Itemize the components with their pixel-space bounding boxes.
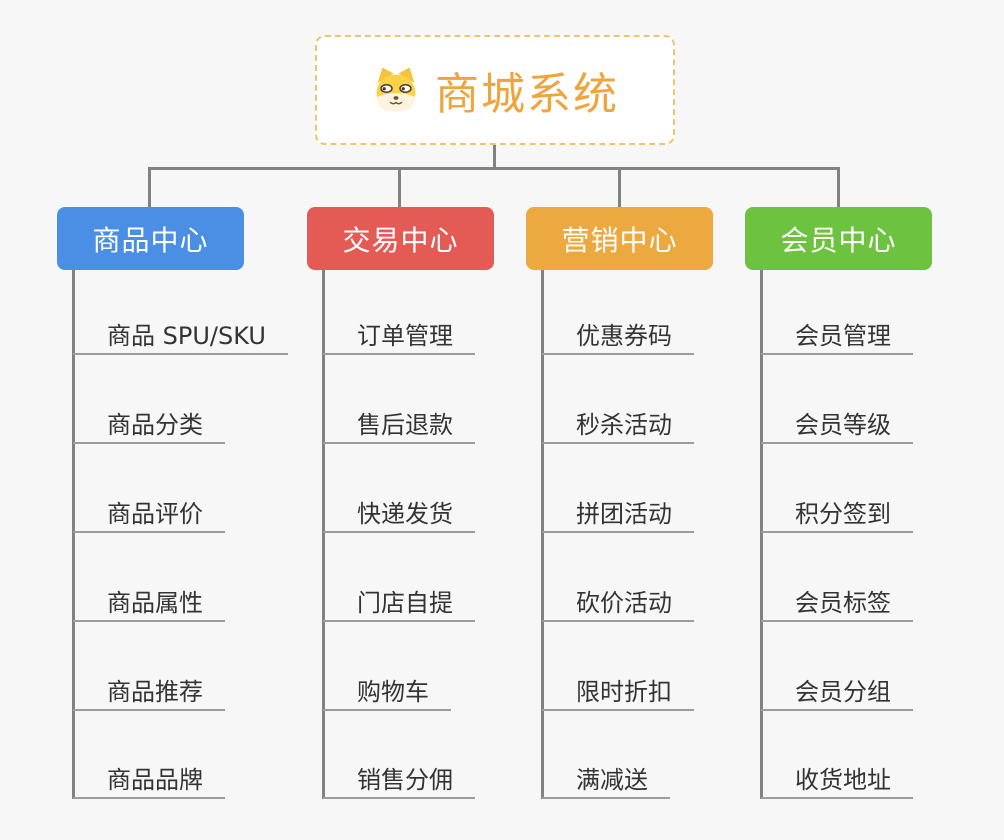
branch-vertical-line: [760, 270, 763, 799]
branch-item[interactable]: 销售分佣: [323, 763, 475, 799]
branch-children-marketing-center: 优惠券码 秒杀活动 拼团活动 砍价活动 限时折扣 满减送: [541, 270, 792, 810]
branch-drop-connector: [618, 167, 621, 207]
root-title: 商城系统: [435, 69, 619, 120]
branch-children-product-center: 商品 SPU/SKU 商品分类 商品评价 商品属性 商品推荐 商品品牌: [72, 270, 323, 810]
dog-face-icon: [371, 65, 421, 115]
branch-item[interactable]: 优惠券码: [542, 319, 694, 355]
root-stem-connector: [493, 145, 496, 170]
branch-node-label: 商品中心: [92, 223, 209, 257]
branch-item[interactable]: 售后退款: [323, 408, 475, 444]
branch-vertical-line: [322, 270, 325, 799]
branch-children-member-center: 会员管理 会员等级 积分签到 会员标签 会员分组 收货地址: [760, 270, 1004, 810]
branch-item[interactable]: 拼团活动: [542, 497, 694, 533]
branch-drop-connector: [398, 167, 401, 207]
branch-node-member-center[interactable]: 会员中心: [745, 207, 932, 270]
branch-item[interactable]: 砍价活动: [542, 586, 694, 622]
branch-item[interactable]: 秒杀活动: [542, 408, 694, 444]
branch-horizontal-connector: [148, 167, 840, 170]
branch-item[interactable]: 门店自提: [323, 586, 475, 622]
branch-node-product-center[interactable]: 商品中心: [57, 207, 244, 270]
branch-vertical-line: [72, 270, 75, 799]
branch-item[interactable]: 商品推荐: [73, 675, 225, 711]
branch-item[interactable]: 商品属性: [73, 586, 225, 622]
branch-item[interactable]: 商品品牌: [73, 763, 225, 799]
branch-item[interactable]: 积分签到: [761, 497, 913, 533]
branch-node-label: 会员中心: [780, 223, 897, 257]
branch-vertical-line: [541, 270, 544, 799]
branch-item[interactable]: 商品评价: [73, 497, 225, 533]
branch-item[interactable]: 会员等级: [761, 408, 913, 444]
branch-drop-connector: [148, 167, 151, 207]
root-node[interactable]: 商城系统: [315, 35, 675, 145]
branch-item[interactable]: 收货地址: [761, 763, 913, 799]
branch-item[interactable]: 会员标签: [761, 586, 913, 622]
branch-item[interactable]: 商品分类: [73, 408, 225, 444]
branch-node-label: 交易中心: [342, 223, 459, 257]
branch-item[interactable]: 订单管理: [323, 319, 475, 355]
branch-item[interactable]: 购物车: [323, 675, 451, 711]
branch-drop-connector: [837, 167, 840, 207]
branch-node-marketing-center[interactable]: 营销中心: [526, 207, 713, 270]
branch-item[interactable]: 商品 SPU/SKU: [73, 319, 288, 355]
branch-children-trade-center: 订单管理 售后退款 快递发货 门店自提 购物车 销售分佣: [322, 270, 573, 810]
branch-item[interactable]: 满减送: [542, 763, 670, 799]
branch-node-trade-center[interactable]: 交易中心: [307, 207, 494, 270]
branch-item[interactable]: 会员管理: [761, 319, 913, 355]
branch-item[interactable]: 会员分组: [761, 675, 913, 711]
branch-item[interactable]: 快递发货: [323, 497, 475, 533]
branch-node-label: 营销中心: [561, 223, 678, 257]
branch-item[interactable]: 限时折扣: [542, 675, 694, 711]
